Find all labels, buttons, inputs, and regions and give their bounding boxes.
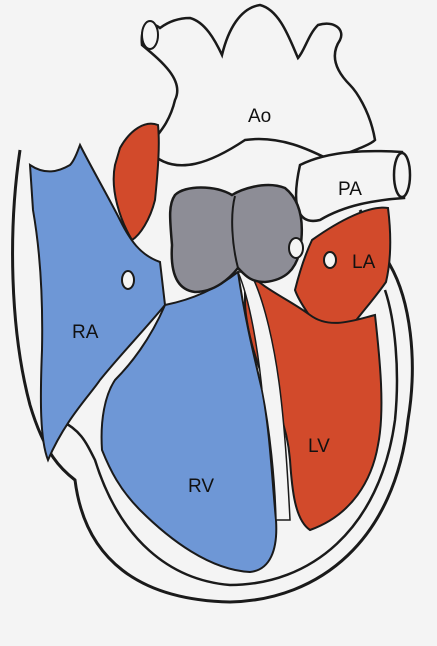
left-atrium (293, 206, 392, 352)
aorta-branch-opening (141, 20, 159, 50)
label-right-ventricle: RV (188, 476, 214, 497)
label-left-atrium: LA (352, 252, 376, 273)
pulmonary-artery-opening (392, 151, 412, 199)
septum-wall (236, 271, 291, 521)
vessel-opening-right (323, 251, 337, 269)
label-right-atrium: RA (72, 322, 99, 343)
aorta (140, 3, 377, 167)
coronary-ostium (288, 237, 304, 259)
vessel-opening-left (121, 270, 135, 290)
superior-vena-cava (112, 122, 160, 242)
label-aorta: Ao (248, 106, 271, 127)
label-pulmonary-artery: PA (338, 179, 362, 200)
right-atrium (28, 142, 167, 463)
valves (168, 183, 304, 294)
label-left-ventricle: LV (308, 436, 330, 457)
heart-outline (11, 149, 414, 604)
valve-divider (231, 195, 239, 269)
inner-rim (59, 289, 399, 587)
right-ventricle (100, 270, 278, 574)
